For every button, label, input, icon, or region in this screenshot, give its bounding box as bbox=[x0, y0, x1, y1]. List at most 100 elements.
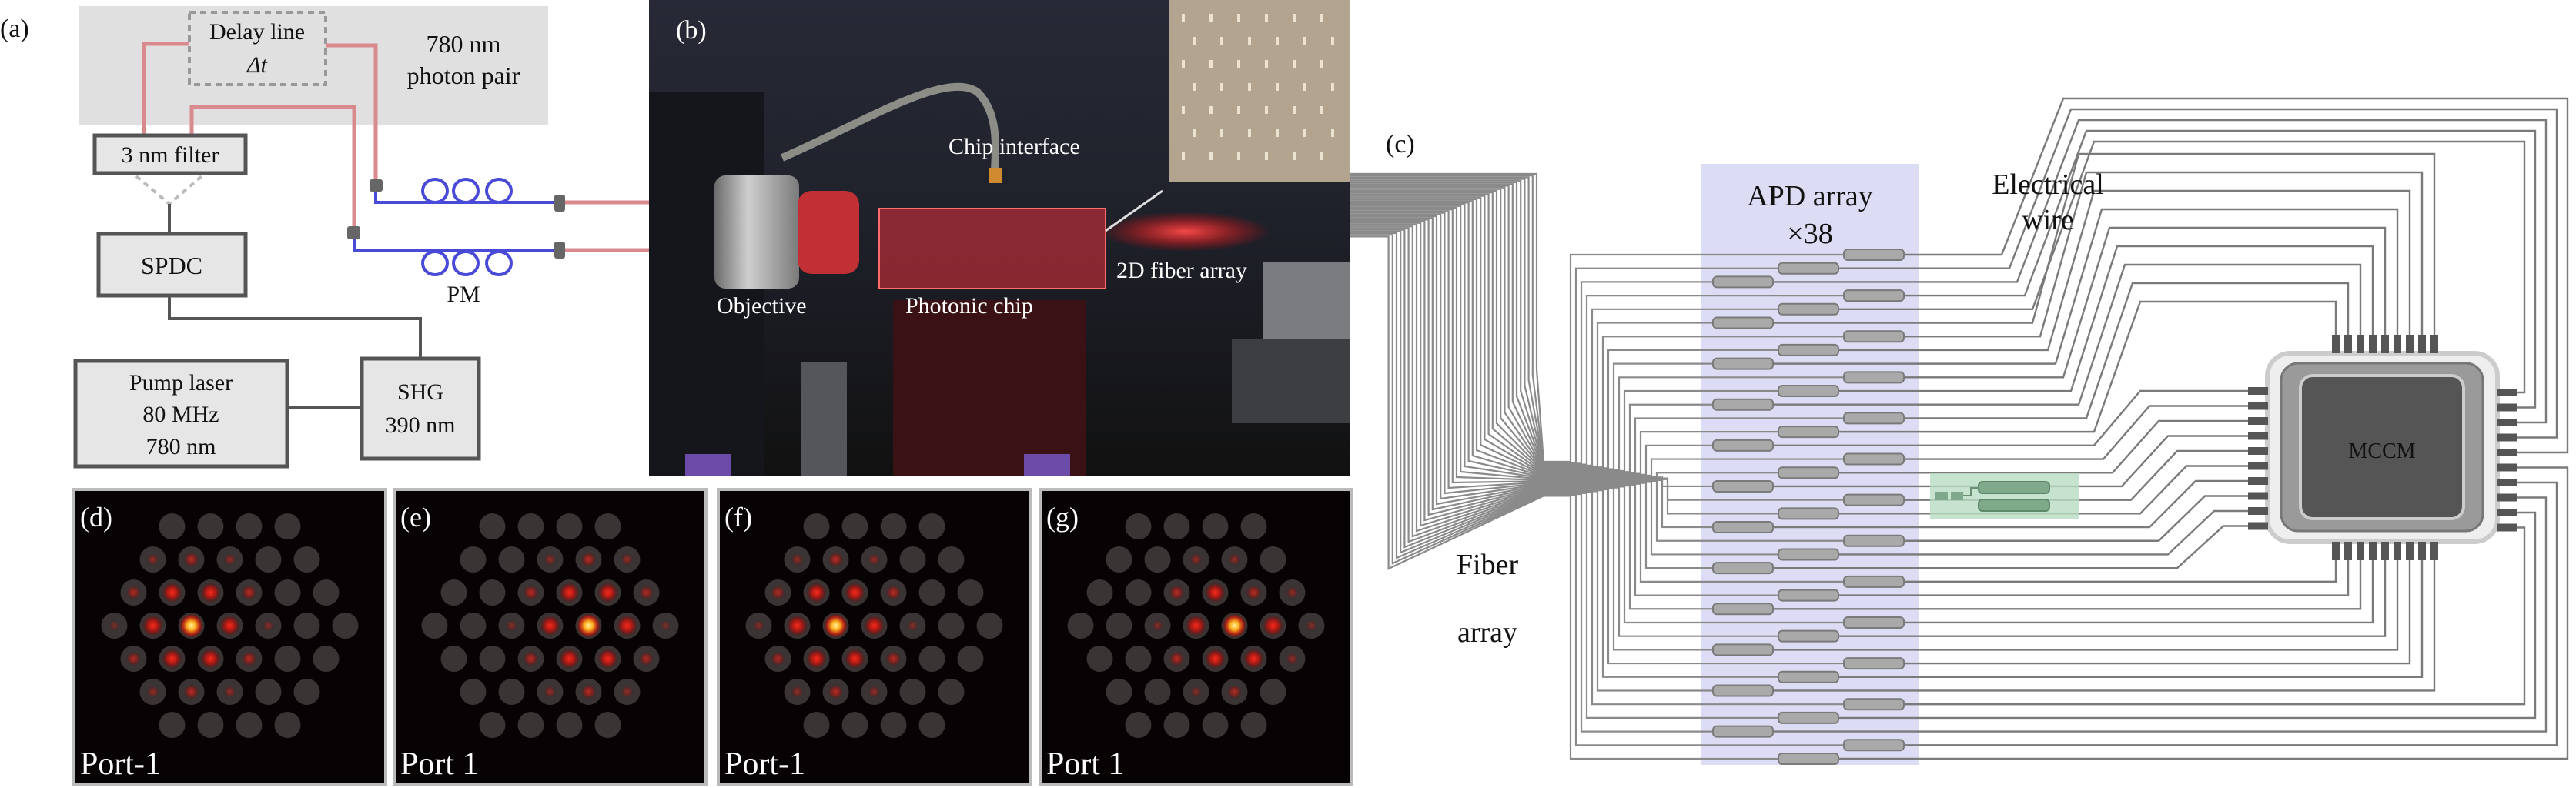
intensity-spot bbox=[885, 651, 902, 666]
intensity-spot bbox=[828, 684, 844, 700]
chip-pin bbox=[2394, 335, 2401, 353]
inset-pointer bbox=[1105, 189, 1163, 232]
purple-part bbox=[1024, 454, 1070, 476]
intensity-spot bbox=[506, 619, 517, 632]
intensity-spot bbox=[791, 553, 804, 566]
waveguide-site bbox=[803, 712, 830, 738]
fiber-array-inset bbox=[1169, 0, 1350, 182]
apd-detector bbox=[1843, 493, 1905, 506]
apd-detector bbox=[1843, 289, 1905, 302]
electrical-wire bbox=[1904, 226, 2387, 379]
photonic-chip-label: Photonic chip bbox=[905, 293, 1033, 319]
intensity-spot bbox=[786, 615, 808, 636]
pm-fibers bbox=[353, 178, 560, 276]
optical-fiber bbox=[1350, 217, 1713, 610]
electrical-wire bbox=[1773, 525, 2250, 569]
filter-box bbox=[92, 133, 248, 175]
intensity-spot bbox=[597, 582, 618, 603]
intensity-spot bbox=[241, 585, 257, 600]
chip-pin bbox=[2344, 335, 2352, 353]
chip-pin bbox=[2248, 387, 2268, 395]
waveguide-site bbox=[274, 513, 301, 539]
intensity-spot bbox=[845, 582, 865, 603]
waveguide-site bbox=[556, 712, 583, 738]
apd-detector bbox=[1843, 616, 1905, 629]
pump-label-2: 80 MHz bbox=[142, 402, 219, 427]
intensity-spot bbox=[126, 585, 141, 600]
spdc-box bbox=[96, 232, 248, 298]
optical-fiber bbox=[1350, 206, 1713, 529]
intensity-panel: (d)Port-1 bbox=[72, 488, 387, 786]
chip-pin bbox=[2248, 432, 2268, 440]
intensity-spot bbox=[146, 553, 159, 566]
post bbox=[801, 362, 847, 476]
waveguide-site bbox=[1125, 513, 1152, 539]
waveguide-site bbox=[197, 712, 224, 738]
inset-fiber-dot bbox=[1209, 106, 1213, 114]
apd-detector bbox=[1843, 657, 1905, 670]
chip-pin bbox=[2497, 433, 2517, 442]
intensity-spot bbox=[162, 582, 182, 603]
intensity-spot bbox=[660, 620, 671, 631]
intensity-spot bbox=[806, 582, 827, 603]
waveguide-site bbox=[1163, 513, 1190, 539]
intensity-spot bbox=[1286, 586, 1299, 599]
panel-label-b: (b) bbox=[676, 16, 707, 45]
delay-line-label: Delay line bbox=[209, 19, 305, 45]
chip-pin bbox=[2497, 509, 2517, 516]
chip-pin bbox=[2497, 403, 2517, 412]
inset-fiber-dot bbox=[1293, 14, 1296, 22]
pm-label: PM bbox=[447, 282, 480, 307]
chip-pin bbox=[2394, 542, 2401, 560]
apd-detector bbox=[1778, 753, 1839, 765]
pump-label-1: Pump laser bbox=[129, 370, 233, 396]
intensity-spot bbox=[864, 615, 885, 636]
chip-pin bbox=[2357, 542, 2364, 560]
intensity-spot bbox=[907, 619, 918, 632]
purple-part bbox=[685, 454, 731, 476]
inset-fiber-dot bbox=[1303, 129, 1306, 137]
waveguide-site bbox=[841, 513, 868, 539]
electrical-wire bbox=[1838, 509, 2250, 556]
objective-red-ring bbox=[798, 191, 859, 274]
port-label: Port-1 bbox=[724, 746, 805, 782]
chip-pin bbox=[2248, 522, 2268, 530]
apd-detector bbox=[1712, 275, 1774, 289]
inset-fiber-dot bbox=[1320, 152, 1323, 160]
chip-pin bbox=[2497, 523, 2517, 532]
waveguide-site bbox=[236, 712, 263, 738]
chip-core bbox=[2299, 374, 2465, 520]
inset-fiber-dot bbox=[1248, 83, 1251, 91]
pump-laser-box bbox=[73, 359, 289, 469]
mccm-label: MCCM bbox=[2348, 439, 2415, 463]
apd-detector bbox=[1778, 629, 1839, 643]
panel-c-detection: (c) MCCM APD array ×38 Electrical wire F… bbox=[1350, 97, 2569, 765]
inset-fiber-dot bbox=[1320, 14, 1323, 22]
inset-fiber-dot bbox=[1320, 60, 1323, 68]
intensity-spot bbox=[523, 651, 539, 666]
intensity-spot bbox=[1286, 653, 1299, 665]
waveguide-site bbox=[498, 546, 525, 573]
optical-fiber bbox=[1350, 205, 1778, 515]
apd-count-label: ×38 bbox=[1787, 218, 1832, 250]
waveguide-site bbox=[1144, 546, 1171, 573]
intensity-spot bbox=[828, 552, 844, 567]
chip-interface-connector bbox=[989, 168, 1002, 183]
intensity-spot bbox=[639, 651, 654, 666]
inset-fiber-dot bbox=[1320, 106, 1323, 114]
waveguide-site bbox=[1125, 579, 1152, 606]
inset-fiber-dot bbox=[1293, 106, 1296, 114]
intensity-spot bbox=[1189, 553, 1203, 566]
waveguide-site bbox=[479, 579, 506, 606]
shg-label-2: 390 nm bbox=[386, 412, 456, 438]
waveguide-site bbox=[274, 646, 301, 672]
optical-fiber bbox=[1350, 230, 1778, 719]
intensity-spot bbox=[559, 582, 580, 603]
waveguide-site bbox=[1106, 546, 1132, 573]
apd-detector bbox=[1712, 643, 1774, 656]
intensity-spot bbox=[200, 648, 221, 669]
apd-detector bbox=[1712, 316, 1774, 329]
waveguide-site bbox=[517, 513, 544, 539]
photon-pair-region bbox=[79, 6, 548, 125]
waveguide-site bbox=[332, 613, 359, 639]
